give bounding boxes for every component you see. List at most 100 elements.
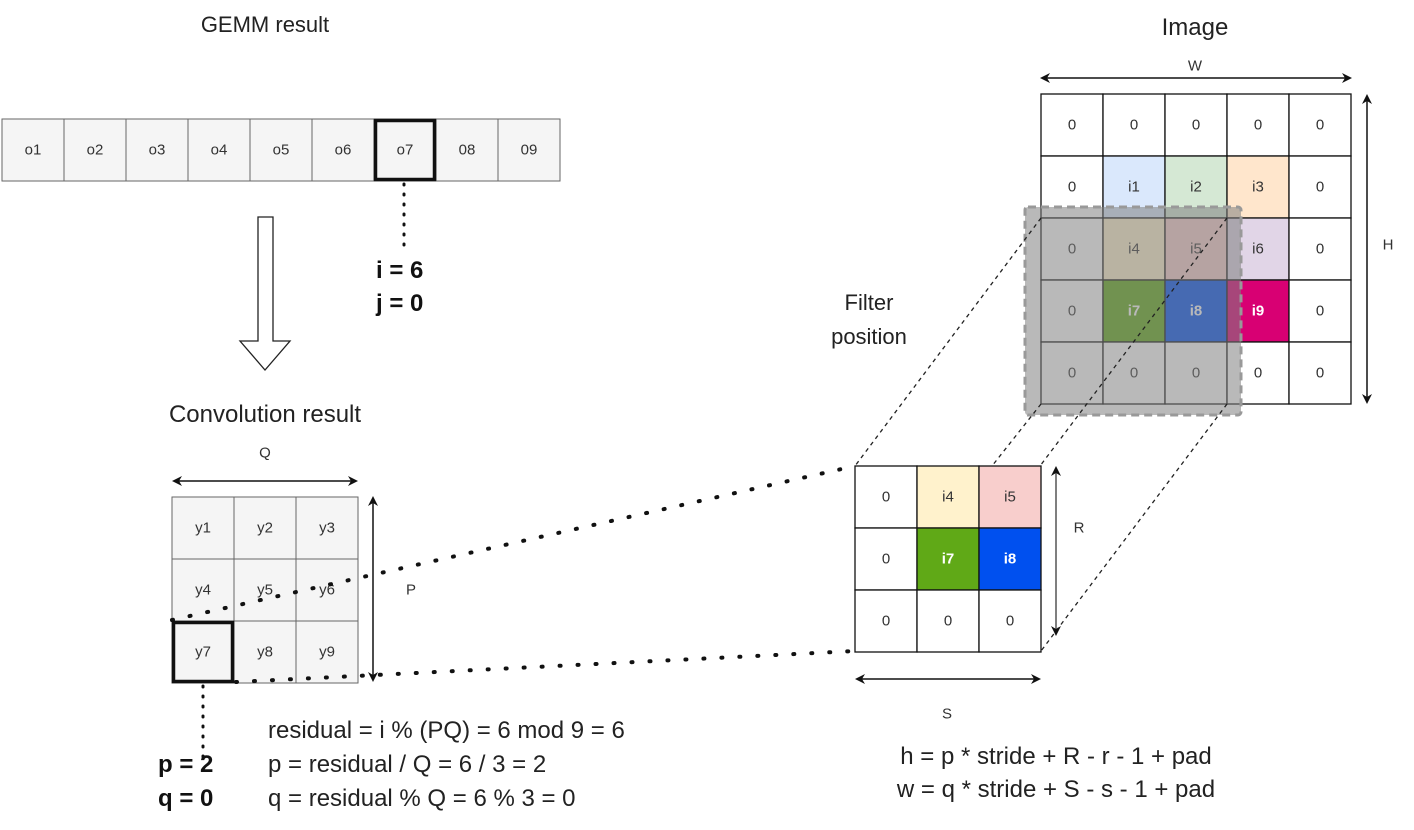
filter-window-overlay [1023, 205, 1243, 417]
gemm-cell: o4 [187, 118, 251, 182]
gemm-cell: o1 [1, 118, 65, 182]
j-index-label: j = 0 [375, 290, 423, 317]
conv-cell-box [171, 558, 235, 622]
filter-cell: 0 [854, 465, 918, 529]
filter-cell: i5 [978, 465, 1042, 529]
image-cell-label: 0 [1192, 117, 1200, 134]
image-title: Image [1162, 14, 1229, 41]
w-dimension-label: W [1188, 58, 1203, 75]
image-cell-label: 0 [1068, 117, 1076, 134]
gemm-cell-label: o2 [87, 142, 104, 159]
filter-cell-box [916, 589, 980, 653]
image-cell-box [1226, 93, 1290, 157]
image-cell-box [1288, 93, 1352, 157]
filter-cell-label: i5 [1004, 489, 1016, 506]
conv-cell: y9 [295, 620, 359, 684]
filter-projection-2 [991, 403, 1042, 467]
p-dimension-label: P [406, 582, 416, 599]
r-dimension-label: R [1074, 520, 1085, 537]
filter-label-line1: Filter [845, 290, 894, 315]
filter-cell-box [854, 589, 918, 653]
filter-cell-box [978, 589, 1042, 653]
conv-cell: y5 [233, 558, 297, 622]
image-cell-label: i1 [1128, 179, 1140, 196]
gemm-title: GEMM result [201, 12, 329, 37]
gemm-cell-label: 08 [459, 142, 476, 159]
filter-cell: 0 [916, 589, 980, 653]
image-cell-label: 0 [1316, 303, 1324, 320]
image-cell-label: 0 [1130, 117, 1138, 134]
p-value-label: p = 2 [158, 751, 213, 778]
h-formula: h = p * stride + R - r - 1 + pad [900, 743, 1211, 770]
h-dimension-label: H [1383, 237, 1394, 254]
image-cell-label: 0 [1068, 179, 1076, 196]
gemm-cell: o6 [311, 118, 375, 182]
conv-cell-label: y9 [319, 644, 335, 661]
conv-cell-label: y2 [257, 520, 273, 537]
gemm-cell: 08 [435, 118, 499, 182]
filter-cell-label: 0 [882, 551, 890, 568]
image-cell: 0 [1288, 93, 1352, 157]
filter-cell: 0 [978, 589, 1042, 653]
image-cell: 0 [1288, 279, 1352, 343]
i-index-label: i = 6 [376, 257, 423, 284]
residual-formula: residual = i % (PQ) = 6 mod 9 = 6 [268, 717, 625, 744]
conv-cell-label: y3 [319, 520, 335, 537]
gemm-cell-box [1, 118, 65, 182]
filter-cell-label: 0 [882, 489, 890, 506]
conv-cell: y1 [171, 496, 235, 560]
filter-cell-label: i8 [1004, 551, 1017, 568]
q-dimension-label: Q [259, 445, 271, 462]
filter-projection-4 [1040, 403, 1228, 652]
filter-cell-label: 0 [1006, 613, 1014, 630]
conv-cell: y2 [233, 496, 297, 560]
p-formula: p = residual / Q = 6 / 3 = 2 [268, 751, 546, 778]
conv-cell-label: y8 [257, 644, 273, 661]
filter-projection-1 [854, 217, 1042, 467]
gemm-cell: o5 [249, 118, 313, 182]
conv-cell: y6 [295, 558, 359, 622]
filter-cell-label: 0 [882, 613, 890, 630]
filter-cell: 0 [854, 589, 918, 653]
conv-cell: y4 [171, 558, 235, 622]
filter-projection-3 [1039, 217, 1228, 467]
gemm-cell-label: o1 [25, 142, 42, 159]
gemm-cell-label: 09 [521, 142, 538, 159]
conv-cell-box [233, 620, 297, 684]
conv-cell: y7 [171, 620, 235, 684]
transform-arrow-icon [238, 216, 292, 371]
convolution-grid: y1 y2 y3 y4 y5 y6 y7 y8 y9 [171, 496, 359, 684]
image-cell-box [1288, 279, 1352, 343]
gemm-cell-box [249, 118, 313, 182]
image-cell-label: 0 [1254, 365, 1262, 382]
image-cell: 0 [1288, 217, 1352, 281]
gemm-cell: o2 [63, 118, 127, 182]
filter-cell-box [978, 527, 1042, 591]
w-formula: w = q * stride + S - s - 1 + pad [896, 776, 1215, 803]
conv-highlight [171, 620, 235, 684]
image-cell-box [1288, 217, 1352, 281]
conv-cell-box [295, 558, 359, 622]
filter-cell-box [978, 465, 1042, 529]
gemm-cell-label: o7 [397, 142, 414, 159]
s-dimension-label: S [942, 706, 952, 723]
image-cell-label: 0 [1316, 117, 1324, 134]
q-formula: q = residual % Q = 6 % 3 = 0 [268, 785, 576, 812]
filter-cell-box [854, 465, 918, 529]
image-cell-label: i3 [1252, 179, 1264, 196]
image-cell: 0 [1164, 93, 1228, 157]
conv-cell-label: y5 [257, 582, 273, 599]
conv-cell-box [233, 496, 297, 560]
gemm-cell-box [311, 118, 375, 182]
image-cell: 0 [1040, 93, 1104, 157]
image-cell-label: i2 [1190, 179, 1202, 196]
gemm-highlight [373, 118, 437, 182]
filter-label-line2: position [831, 324, 907, 349]
gemm-cell-label: o4 [211, 142, 228, 159]
image-cell-label: i6 [1252, 241, 1264, 258]
image-cell: 0 [1288, 155, 1352, 219]
q-value-label: q = 0 [158, 785, 213, 812]
gemm-cell: o7 [373, 118, 437, 182]
conv-cell-label: y4 [195, 582, 211, 599]
